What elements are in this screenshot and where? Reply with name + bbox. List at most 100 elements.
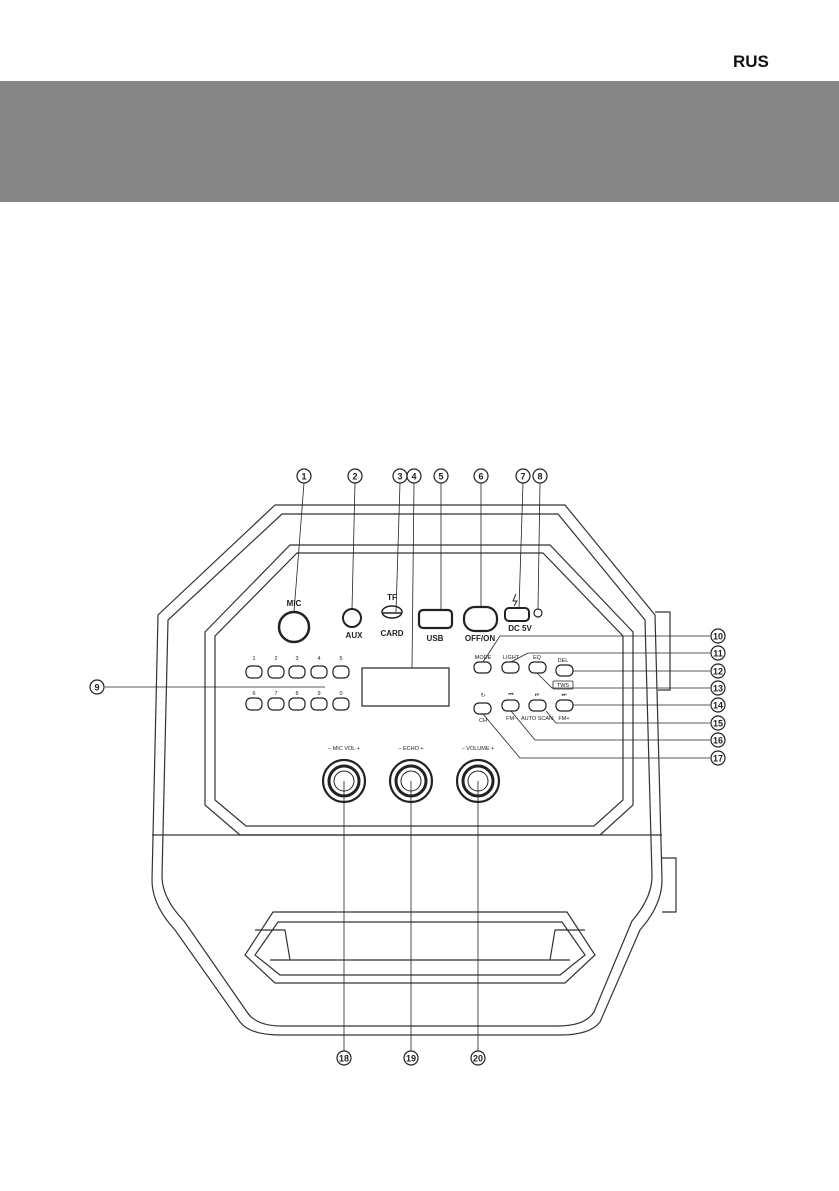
- usb-port: [417, 608, 454, 630]
- callout-circle: [532, 468, 548, 484]
- callout-circle: [470, 1050, 486, 1066]
- callout-number: 4: [411, 472, 416, 482]
- callout-circle: [296, 468, 312, 484]
- number-key-label: 1: [252, 656, 255, 662]
- tws-box: [552, 680, 574, 690]
- callout-number: 19: [406, 1054, 416, 1064]
- callout-number: 11: [713, 649, 723, 659]
- number-key-label: 3: [295, 656, 298, 662]
- callout-circle: [710, 680, 726, 696]
- callout-number: 20: [473, 1054, 483, 1064]
- fm-plus-label: FM+: [558, 716, 569, 722]
- callout-number: 7: [520, 472, 525, 482]
- number-key-label: 8: [295, 691, 298, 697]
- lightning-icon: [512, 593, 518, 607]
- language-label: RUS: [733, 52, 769, 71]
- light-label: LIGHT: [503, 655, 520, 661]
- callout-circle: [710, 663, 726, 679]
- prev-button: [501, 699, 520, 712]
- callout-number: 9: [94, 683, 99, 693]
- number-key: [267, 697, 285, 711]
- callout-number: 5: [438, 472, 443, 482]
- callout-circle: [433, 468, 449, 484]
- callout-number: 1: [301, 472, 306, 482]
- next-icon: ⏭: [562, 692, 567, 698]
- speaker-body: [151, 504, 677, 1036]
- usb-label: USB: [427, 634, 444, 643]
- dc-label: DC 5V: [508, 624, 532, 633]
- callout-circle: [710, 628, 726, 644]
- top-row-controls: MIC AUX TF CARD USB OFF/ON DC 5V: [277, 593, 543, 644]
- callout-circle: [403, 1050, 419, 1066]
- charge-led: [533, 608, 543, 618]
- callout-number: 15: [713, 719, 723, 729]
- callout-number: 8: [537, 472, 542, 482]
- number-key-label: 2: [274, 656, 277, 662]
- number-key: [332, 697, 350, 711]
- ch-label: CH: [479, 718, 487, 724]
- volume-label: – VOLUME +: [462, 746, 495, 752]
- callout-circle: [336, 1050, 352, 1066]
- number-key: [245, 697, 263, 711]
- number-key-label: 5: [339, 656, 342, 662]
- card-label: CARD: [380, 629, 403, 638]
- number-key: [288, 665, 306, 679]
- card-slot: [381, 605, 403, 619]
- leader-lines: [105, 482, 710, 1051]
- callout-circle: [710, 732, 726, 748]
- offon-label: OFF/ON: [465, 634, 495, 643]
- del-button: [555, 664, 574, 677]
- number-keys: 1 2 3 4 5 6 7 8 9 0: [245, 656, 350, 711]
- number-key: [310, 665, 328, 679]
- number-key: [332, 665, 350, 679]
- number-key: [310, 697, 328, 711]
- header-band: [0, 81, 839, 202]
- tws-label: TWS: [557, 683, 570, 689]
- callout-number: 3: [397, 472, 402, 482]
- function-labels: MODE LIGHT EQ DEL TWS CH FM- AUTO SCAN F…: [475, 655, 570, 724]
- callout-number: 13: [713, 684, 723, 694]
- callout-number: 17: [713, 754, 723, 764]
- aux-label: AUX: [346, 631, 364, 640]
- callout-number: 14: [713, 701, 723, 711]
- callout-circle: [710, 750, 726, 766]
- callout-circle: [710, 715, 726, 731]
- play-pause-icon: ⏯: [535, 692, 539, 698]
- number-key-label: 0: [339, 691, 342, 697]
- number-key-label: 9: [317, 691, 320, 697]
- mic-jack: [277, 610, 311, 644]
- play-pause-button: [528, 699, 547, 712]
- prev-icon: ⏮: [509, 692, 514, 698]
- number-key-label: 4: [317, 656, 320, 662]
- mic-vol-label: – MIC VOL +: [328, 746, 360, 752]
- callout-circle: [406, 468, 422, 484]
- number-key: [245, 665, 263, 679]
- callout-circle: [515, 468, 531, 484]
- light-button: [501, 661, 520, 674]
- callout-circle: [710, 645, 726, 661]
- mode-label: MODE: [475, 655, 492, 661]
- callout-number: 6: [478, 472, 483, 482]
- power-switch: [462, 605, 499, 633]
- number-key: [288, 697, 306, 711]
- function-buttons: [473, 661, 574, 715]
- callout-circle: [710, 697, 726, 713]
- tf-label: TF: [387, 593, 397, 602]
- callout-number: 10: [713, 632, 723, 642]
- callout-circle: [473, 468, 489, 484]
- callout-circle: [89, 679, 105, 695]
- number-key-label: 7: [274, 691, 277, 697]
- callout-number: 12: [713, 667, 723, 677]
- callout-circle: [347, 468, 363, 484]
- ch-button: [473, 702, 492, 715]
- number-key: [267, 665, 285, 679]
- fm-minus-label: FM-: [506, 716, 516, 722]
- echo-label: – ECHO +: [398, 746, 423, 752]
- display-screen: [361, 667, 450, 707]
- number-key-label: 6: [252, 691, 255, 697]
- dc-port: [504, 607, 530, 622]
- eq-label: EQ: [533, 655, 542, 661]
- repeat-icon: ↻: [481, 692, 486, 699]
